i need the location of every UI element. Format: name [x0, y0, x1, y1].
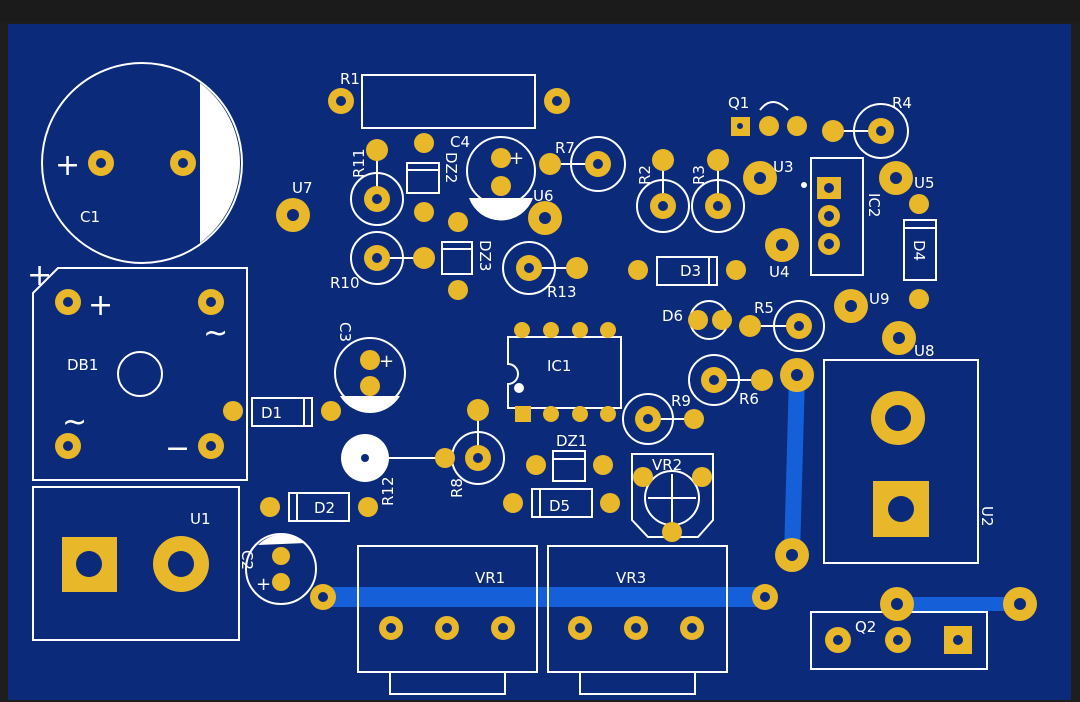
label-r12: R12 — [379, 476, 397, 506]
label-r2: R2 — [636, 165, 654, 185]
label-r7: R7 — [555, 139, 575, 157]
label-dz3: DZ3 — [476, 240, 494, 271]
label-u8: U8 — [914, 342, 935, 360]
label-d5: D5 — [549, 497, 570, 515]
db1-plus-symbol: + — [88, 288, 113, 323]
label-r6: R6 — [739, 390, 759, 408]
db1-minus-symbol: − — [165, 431, 190, 466]
label-r9: R9 — [671, 392, 691, 410]
trace-u2-vertical — [784, 374, 805, 556]
label-u1: U1 — [190, 510, 211, 528]
label-r13: R13 — [547, 283, 577, 301]
ic2-pin1-dot — [801, 182, 807, 188]
label-d4: D4 — [910, 240, 928, 261]
label-r8: R8 — [448, 478, 466, 498]
label-r5: R5 — [754, 299, 774, 317]
label-r1: R1 — [340, 70, 360, 88]
c4-plus-symbol: + — [509, 148, 524, 169]
c1-polarity-band — [200, 83, 240, 243]
u1-outline — [32, 486, 240, 641]
label-c2: C2 — [238, 550, 256, 570]
db1-outline — [32, 267, 248, 481]
db1-ac-symbol-right: ~ — [203, 316, 228, 351]
label-c1: C1 — [80, 208, 100, 226]
c3-plus-symbol: + — [379, 351, 394, 372]
c1-plus-symbol: + — [55, 148, 80, 183]
label-ic1: IC1 — [547, 357, 571, 375]
r1-outline — [361, 74, 536, 129]
ic1-pin1-dot — [514, 383, 524, 393]
label-q1: Q1 — [728, 94, 749, 112]
label-d6: D6 — [662, 307, 683, 325]
label-r10: R10 — [330, 274, 360, 292]
db1-hole — [117, 351, 163, 397]
label-r3: R3 — [690, 165, 708, 185]
label-u2: U2 — [978, 506, 996, 527]
label-vr1: VR1 — [475, 569, 505, 587]
label-r11: R11 — [350, 148, 368, 178]
label-c4: C4 — [450, 133, 470, 151]
label-c3: C3 — [336, 322, 354, 342]
c4-polarity-band — [469, 198, 533, 221]
label-vr2: VR2 — [652, 456, 682, 474]
label-u7: U7 — [292, 179, 313, 197]
c2-polarity-band — [258, 534, 306, 545]
label-d1: D1 — [261, 404, 282, 422]
viewer-top-bar — [0, 0, 1080, 22]
db1-corner-plus-symbol: + — [27, 258, 52, 293]
label-u4: U4 — [769, 263, 790, 281]
label-dz2: DZ2 — [442, 152, 460, 183]
label-u3: U3 — [773, 158, 794, 176]
c3-polarity-band — [340, 396, 400, 413]
label-vr3: VR3 — [616, 569, 646, 587]
labels-layer: R1 C4 R7 R11 DZ2 Q1 R4 C1 U7 U6 R2 R3 U3… — [27, 70, 996, 636]
label-d2: D2 — [314, 499, 335, 517]
db1-ac-symbol-left: ~ — [62, 405, 87, 440]
label-u5: U5 — [914, 174, 935, 192]
label-u6: U6 — [533, 187, 554, 205]
label-db1: DB1 — [67, 356, 98, 374]
label-dz1: DZ1 — [556, 432, 587, 450]
label-d3: D3 — [680, 262, 701, 280]
c2-plus-symbol: + — [256, 574, 271, 595]
label-r4: R4 — [892, 94, 912, 112]
label-ic2: IC2 — [865, 193, 883, 217]
pads-layer — [55, 88, 1037, 654]
label-q2: Q2 — [855, 618, 876, 636]
label-u9: U9 — [869, 290, 890, 308]
c1-outline — [41, 62, 243, 264]
